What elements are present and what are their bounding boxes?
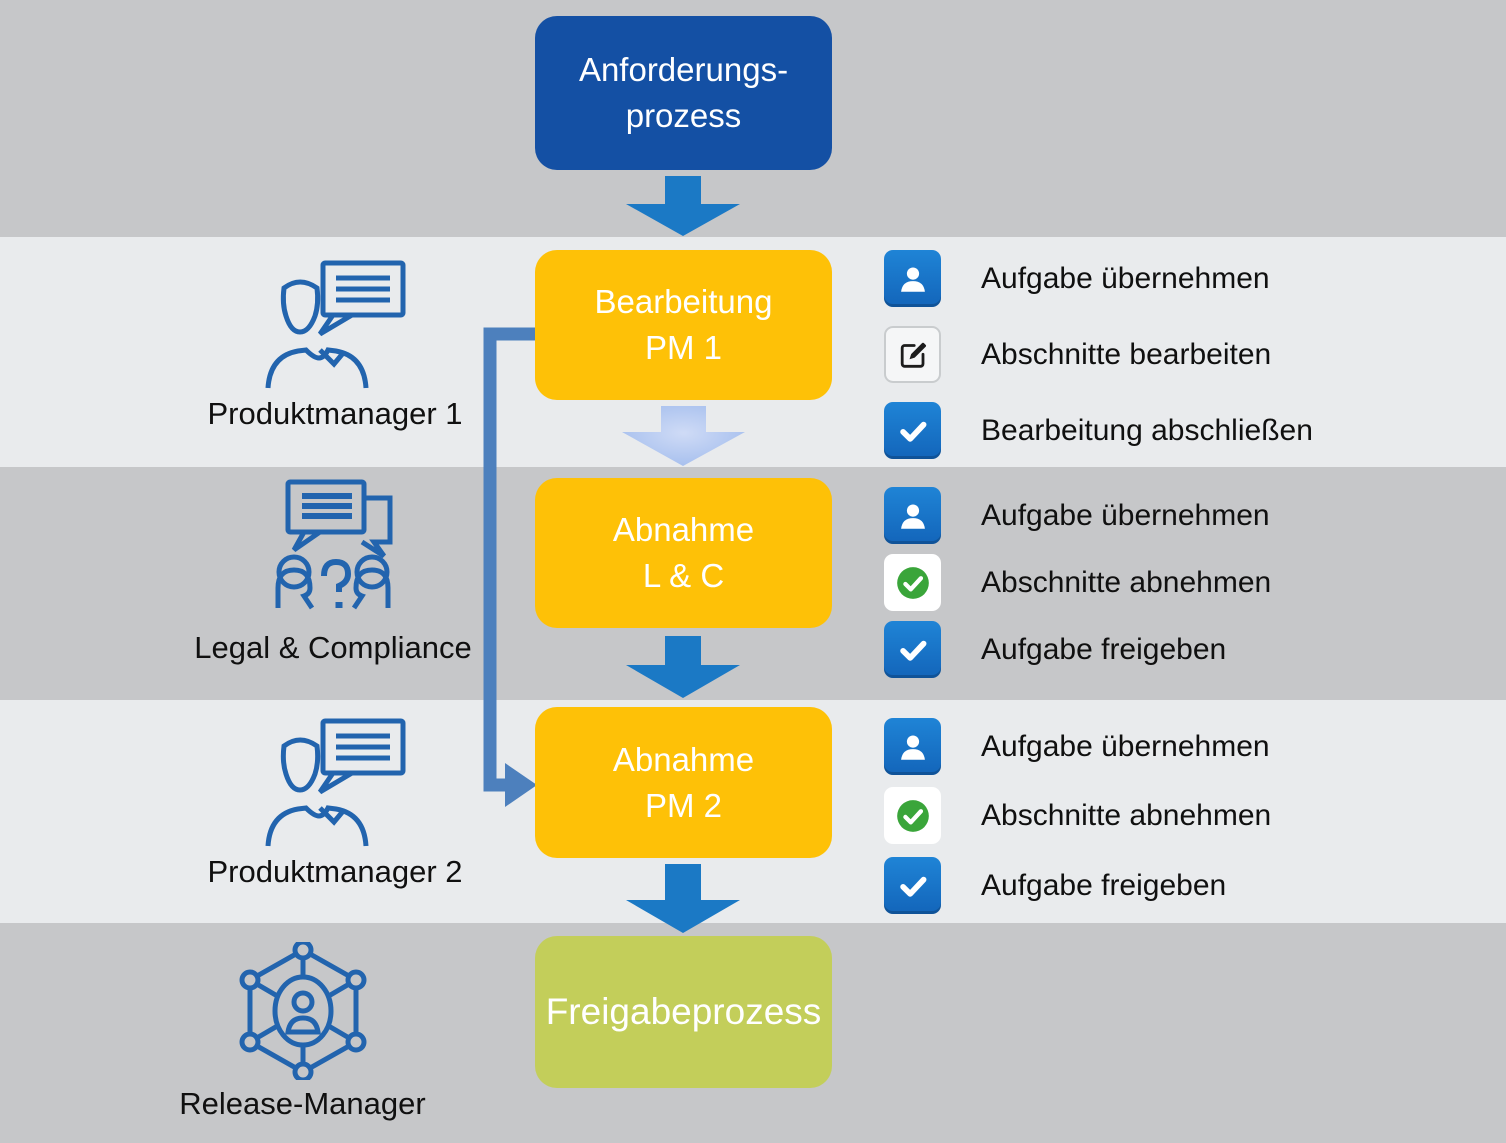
action-label: Aufgabe übernehmen <box>981 729 1270 763</box>
check-circle-icon <box>884 787 941 844</box>
action-aufgabe-uebernehmen: Aufgabe übernehmen <box>884 487 1270 544</box>
box-label-line: Abnahme <box>612 511 755 549</box>
action-abschnitte-bearbeiten: Abschnitte bearbeiten <box>884 326 1271 383</box>
action-label: Aufgabe übernehmen <box>981 261 1270 295</box>
box-abnahme-lc: Abnahme L & C <box>535 478 832 628</box>
action-abschnitte-abnehmen: Abschnitte abnehmen <box>884 554 1271 611</box>
user-icon <box>884 487 941 544</box>
box-bearbeitung-pm1: Bearbeitung PM 1 <box>535 250 832 400</box>
role-release-manager: Release-Manager <box>179 942 426 1122</box>
check-icon <box>884 857 941 914</box>
user-icon <box>884 718 941 775</box>
action-aufgabe-uebernehmen: Aufgabe übernehmen <box>884 250 1270 307</box>
box-label-line: prozess <box>625 97 742 134</box>
action-label: Aufgabe übernehmen <box>981 498 1270 532</box>
action-label: Abschnitte bearbeiten <box>981 337 1272 371</box>
action-aufgabe-freigeben: Aufgabe freigeben <box>884 857 1226 914</box>
box-anforderungsprozess: Anforderungs- prozess <box>535 16 832 170</box>
role-label: Release-Manager <box>179 1086 426 1121</box>
box-label-line: L & C <box>642 557 725 594</box>
group-discussion-icon <box>258 476 408 624</box>
box-label-line: Anforderungs- <box>578 51 789 89</box>
person-speech-bubble-icon <box>260 716 410 848</box>
role-produktmanager-1: Produktmanager 1 <box>195 258 475 432</box>
action-bearbeitung-abschliessen: Bearbeitung abschließen <box>884 402 1313 459</box>
check-circle-icon <box>884 554 941 611</box>
action-aufgabe-freigeben: Aufgabe freigeben <box>884 621 1226 678</box>
action-label: Bearbeitung abschließen <box>981 413 1313 447</box>
role-produktmanager-2: Produktmanager 2 <box>195 716 475 890</box>
action-label: Aufgabe freigeben <box>981 868 1227 902</box>
box-label-line: Bearbeitung <box>594 283 773 321</box>
network-person-icon <box>236 942 370 1080</box>
box-label-line: PM 1 <box>644 329 723 366</box>
role-label: Produktmanager 2 <box>207 854 463 889</box>
action-aufgabe-uebernehmen: Aufgabe übernehmen <box>884 718 1270 775</box>
box-freigabeprozess: Freigabeprozess <box>535 936 832 1088</box>
user-icon <box>884 250 941 307</box>
person-speech-bubble-icon <box>260 258 410 390</box>
box-label-line: Freigabeprozess <box>545 991 822 1033</box>
action-label: Abschnitte abnehmen <box>981 565 1272 599</box>
role-label: Produktmanager 1 <box>207 396 463 431</box>
box-label-line: PM 2 <box>644 786 723 824</box>
edit-icon <box>884 326 941 383</box>
box-label-line: Abnahme <box>612 740 755 778</box>
action-abschnitte-abnehmen: Abschnitte abnehmen <box>884 787 1271 844</box>
role-label: Legal & Compliance <box>194 630 472 665</box>
role-legal-compliance: Legal & Compliance <box>188 476 478 666</box>
action-label: Abschnitte abnehmen <box>981 798 1272 832</box>
action-label: Aufgabe freigeben <box>981 632 1227 666</box>
check-icon <box>884 402 941 459</box>
check-icon <box>884 621 941 678</box>
box-abnahme-pm2: Abnahme PM 2 <box>535 707 832 858</box>
